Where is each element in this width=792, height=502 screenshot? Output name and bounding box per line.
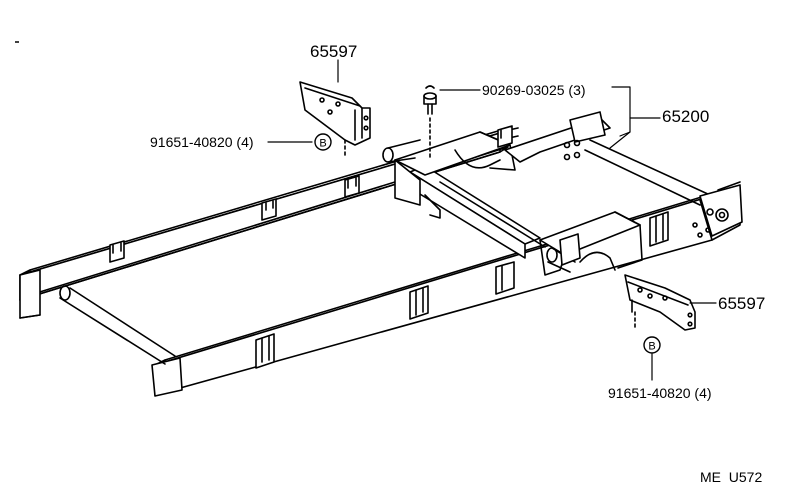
label-frame: 65200 xyxy=(662,107,709,126)
bracket-top xyxy=(299,81,371,159)
right-side-plate xyxy=(499,111,611,163)
left-rail xyxy=(19,127,509,319)
rail-clip xyxy=(255,333,275,369)
label-bracket-bottom: 65597 xyxy=(718,294,765,313)
rail-clip xyxy=(495,261,515,295)
pin xyxy=(423,85,437,161)
rail-clip xyxy=(409,285,429,320)
leader-lines xyxy=(267,59,717,381)
svg-text:B: B xyxy=(319,138,326,150)
callout-b-bottom: B xyxy=(643,336,661,354)
rear-crossbar xyxy=(59,285,176,365)
center-saddle-left xyxy=(382,131,516,219)
middle-crossmember xyxy=(409,165,546,259)
rail-clip xyxy=(497,125,513,148)
svg-text:B: B xyxy=(648,341,655,353)
rail-clip xyxy=(649,211,669,247)
front-crossbar xyxy=(584,139,711,206)
rail-clip xyxy=(344,175,360,198)
diagram-code: ME U572 xyxy=(700,469,762,485)
bracket-bottom xyxy=(624,274,696,331)
label-bracket-top: 65597 xyxy=(310,42,357,61)
rail-clip xyxy=(261,198,277,221)
label-pin: 90269-03025 (3) xyxy=(482,82,586,98)
label-bolt-top: 91651-40820 (4) xyxy=(150,134,254,150)
label-bolt-bottom: 91651-40820 (4) xyxy=(608,385,712,401)
callout-b-top: B xyxy=(314,133,332,151)
front-end-plate xyxy=(692,181,743,238)
rail-clip xyxy=(109,240,125,263)
center-saddle-right xyxy=(539,211,643,276)
